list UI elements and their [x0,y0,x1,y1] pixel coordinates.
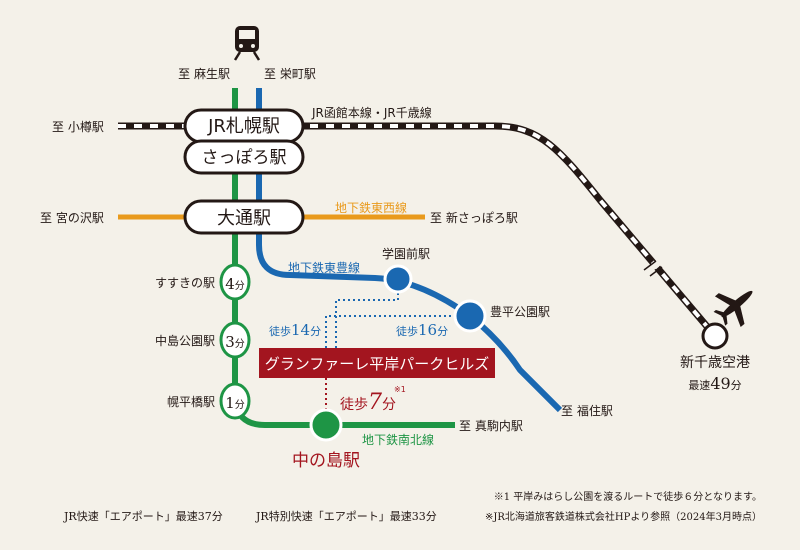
station-toyohira-koen-label: 豊平公園駅 [490,305,550,319]
walk-gakuen-num: 14 [291,321,310,339]
walk-gakuen-prefix: 徒歩 [269,324,291,338]
svg-text:1分: 1分 [225,394,245,412]
time-badge-susukino: 4分 [219,263,251,301]
direction-shin-sapporo: 至 新さっぽろ駅 [430,210,518,225]
station-sapporo-label: さっぽろ駅 [202,148,287,168]
property-name: グランファーレ平岸パークヒルズ [265,355,490,373]
direction-fukuzumi: 至 福住駅 [561,403,613,418]
line-label-toho: 地下鉄東豊線 [288,260,360,275]
station-nakanoshima-label: 中の島駅 [292,451,360,471]
station-gakuen-mae-marker [383,264,413,294]
direction-sakaemachi: 至 栄町駅 [264,67,316,81]
svg-text:3分: 3分 [225,333,245,351]
station-sapporo: さっぽろ駅 [183,139,305,175]
station-nakanoshima-marker [309,408,343,442]
walking-routes [325,288,465,412]
station-toyohira-koen-marker [453,299,487,333]
walk-toyohira-unit: 分 [437,325,448,338]
walk-toyohira-num: 16 [418,321,437,339]
time-horohira-unit: 分 [235,399,245,411]
airport-time-prefix: 最速 [688,379,710,392]
line-label-jr: JR函館本線・JR千歳線 [311,105,432,120]
train-icon [233,26,261,61]
station-odori: 大通駅 [183,199,305,235]
station-nakajima-koen-label: 中島公園駅 [155,333,215,348]
walk-nakanoshima-num: 7 [368,390,382,415]
station-gakuen-mae-label: 学園前駅 [382,246,430,261]
station-odori-label: 大通駅 [217,208,271,229]
station-new-chitose-label: 新千歳空港 [680,355,750,371]
svg-text:4分: 4分 [225,275,245,293]
station-jr-sapporo-label: JR札幌駅 [207,116,280,137]
walk-gakuen-unit: 分 [310,325,321,338]
airplane-icon [713,290,753,328]
jr-railway-line [118,122,713,333]
time-susukino-unit: 分 [235,280,245,292]
walk-toyohira-prefix: 徒歩 [396,324,418,338]
walk-time-toyohira: 徒歩16分 [396,321,448,339]
line-label-tozai: 地下鉄東西線 [335,200,407,215]
toho-line [256,88,563,413]
direction-miyanosawa: 至 宮の沢駅 [40,210,104,225]
direction-otaru: 至 小樽駅 [52,119,104,134]
time-nakajima-unit: 分 [235,338,245,350]
walk-time-gakuen: 徒歩14分 [269,321,321,339]
station-horohirabashi-label: 幌平橋駅 [167,394,215,409]
direction-asabu: 至 麻生駅 [178,66,230,81]
direction-makomanai: 至 真駒内駅 [459,419,523,433]
note-source: ※JR北海道旅客鉄道株式会社HPより参照（2024年3月時点） [485,510,762,523]
station-susukino-label: すすきの駅 [155,276,215,290]
note-airport-special: JR特別快速「エアポート」最速33分 [255,509,437,523]
note-1: ※1 平岸みはらし公園を渡るルートで徒歩６分となります。 [494,490,762,503]
time-horohira-num: 1 [225,394,235,412]
line-label-namboku: 地下鉄南北線 [362,432,434,447]
walk-nakanoshima-prefix: 徒歩 [340,397,368,413]
walk-nakanoshima-unit: 分 [382,397,396,413]
airport-time: 最速49分 [688,374,741,393]
airport-time-num: 49 [710,374,730,393]
walk-time-nakanoshima: 徒歩7分 [340,390,396,415]
note-airport-rapid: JR快速「エアポート」最速37分 [63,510,223,523]
time-nakajima-num: 3 [225,333,235,351]
time-badge-nakajima: 3分 [219,321,251,359]
property-label: グランファーレ平岸パークヒルズ [259,348,495,378]
time-susukino-num: 4 [225,275,235,293]
station-new-chitose-marker [701,322,729,350]
airport-time-unit: 分 [731,379,742,392]
station-jr-sapporo: JR札幌駅 [183,108,305,144]
walk-nakanoshima-footnote-mark: ※1 [394,385,406,394]
time-badge-horohirabashi: 1分 [219,382,251,420]
